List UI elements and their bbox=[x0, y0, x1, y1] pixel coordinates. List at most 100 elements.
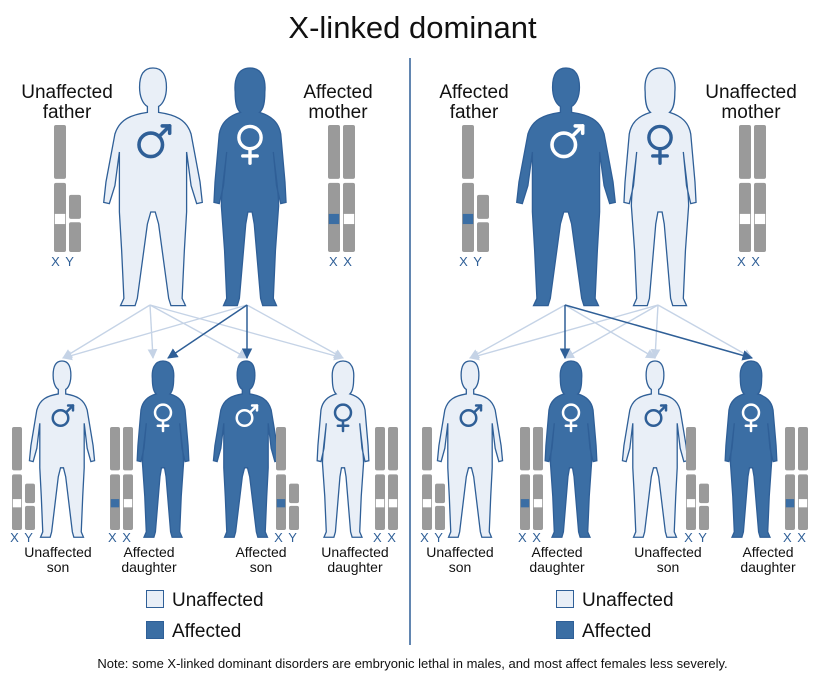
right-daughter2-figure-body bbox=[725, 361, 777, 537]
right-child4-chromosomes bbox=[785, 427, 808, 530]
left-child4-chromosomes bbox=[375, 427, 398, 530]
female-symbol-icon bbox=[237, 124, 263, 165]
left-mother-figure bbox=[214, 68, 286, 306]
right-father-figure bbox=[517, 68, 616, 306]
left-mother-chromosome-label: X X bbox=[329, 254, 353, 269]
left-daughter2-figure-body bbox=[317, 361, 369, 537]
right-child4-chromosomes-x2-arm-upper bbox=[798, 427, 808, 471]
left-child2-chromosomes-x2-arm-upper bbox=[123, 427, 133, 471]
left-daughter1-figure-body bbox=[137, 361, 189, 537]
left-child2-chromosomes-x1-arm-upper bbox=[110, 427, 120, 471]
right-mother-figure bbox=[624, 68, 696, 306]
left-father-chromosomes-x1 bbox=[54, 125, 66, 252]
left-father-chromosomes-x1-arm-upper bbox=[54, 125, 66, 179]
male-symbol-ring bbox=[235, 408, 254, 427]
left-child4-chromosomes-x2-arm-upper bbox=[388, 427, 398, 471]
affected-swatch bbox=[556, 621, 574, 639]
left-son1-figure bbox=[29, 361, 94, 537]
female-symbol-icon bbox=[561, 403, 581, 433]
female-symbol-icon bbox=[153, 403, 173, 433]
right-father-arrow-daughter2 bbox=[564, 304, 754, 361]
male-symbol-ring bbox=[459, 408, 478, 427]
left-mother-chromosomes bbox=[328, 125, 355, 252]
left-child1-chromosomes-y-upper bbox=[25, 483, 35, 504]
left-mother-chromosomes-x1-gene-band bbox=[328, 213, 340, 225]
left-child1-chromosomes-x1 bbox=[12, 427, 22, 530]
male-symbol-ring bbox=[51, 408, 70, 427]
right-child2-chromosomes-x1-arm-upper bbox=[520, 427, 530, 471]
male-symbol-arrow bbox=[250, 404, 259, 412]
left-mother-figure-body bbox=[214, 68, 286, 306]
affected-swatch bbox=[146, 621, 164, 639]
left-father-figure bbox=[104, 68, 203, 306]
right-child2-chromosomes bbox=[520, 427, 543, 530]
right-father-chromosomes-x1-arm-upper bbox=[462, 125, 474, 179]
right-father-chromosome-label: X Y bbox=[459, 254, 483, 269]
female-symbol-icon bbox=[647, 124, 673, 165]
left-child3-chromosome-label: X Y bbox=[274, 530, 298, 545]
right-child3-chromosomes-x1-arm-upper bbox=[686, 427, 696, 471]
right-mother-chromosomes-x1-gene-band bbox=[739, 213, 751, 225]
right-child3-chromosomes-x1 bbox=[686, 427, 696, 530]
right-mother-chromosomes-x2-arm-upper bbox=[754, 125, 766, 179]
left-child1-chromosomes-x1-arm-upper bbox=[12, 427, 22, 471]
left-father-chromosomes-x1-gene-band bbox=[54, 213, 66, 225]
right-mother-chromosome-label: X X bbox=[737, 254, 761, 269]
left-mother-light-arrow-1 bbox=[246, 304, 344, 359]
right-father-chromosomes-x1-gene-band bbox=[462, 213, 474, 225]
right-child3-chromosomes bbox=[686, 427, 709, 530]
left-mother-chromosomes-x1-arm-upper bbox=[328, 125, 340, 179]
right-child2-chromosomes-x1 bbox=[520, 427, 530, 530]
right-child2-chromosomes-x2 bbox=[533, 427, 543, 530]
male-symbol-arrow bbox=[573, 124, 585, 136]
male-symbol-icon bbox=[137, 124, 172, 159]
left-child3-chromosomes-y-lower bbox=[289, 505, 299, 530]
male-symbol-arrow bbox=[160, 124, 172, 136]
right-mother-arrow-0 bbox=[469, 304, 659, 361]
left-child4-chromosome-label: X X bbox=[373, 530, 397, 545]
left-mother-chromosomes-x2-gene-band bbox=[343, 213, 355, 225]
right-child2-chromosomes-x2-gene-band bbox=[533, 499, 543, 508]
right-father-chromosomes-y-lower bbox=[477, 222, 489, 252]
male-symbol-icon bbox=[51, 404, 75, 427]
left-mother-chromosomes-x2-arm-upper bbox=[343, 125, 355, 179]
right-child3-chromosomes-y-lower bbox=[699, 505, 709, 530]
male-symbol-icon bbox=[235, 404, 259, 427]
right-child4-chromosomes-x1-gene-band bbox=[785, 499, 795, 508]
unaffected-swatch bbox=[146, 590, 164, 608]
left-mother-arrow-daughter bbox=[167, 304, 248, 359]
diagram-title: X-linked dominant bbox=[288, 10, 537, 45]
left-son1-figure-body bbox=[29, 361, 94, 537]
right-mother-chromosomes bbox=[739, 125, 766, 252]
left-child1-chromosomes-y-lower bbox=[25, 505, 35, 530]
left-child2-chromosome-label: X X bbox=[108, 530, 132, 545]
left-father-arrow-0 bbox=[62, 304, 151, 359]
legend-unaffected-item: Unaffected bbox=[556, 590, 674, 612]
left-child2-chromosomes-x1-gene-band bbox=[110, 499, 120, 508]
right-mother-chromosomes-x2 bbox=[754, 125, 766, 252]
right-child1-chromosome-label: X Y bbox=[420, 530, 444, 545]
left-father-figure-body bbox=[104, 68, 203, 306]
right-daughter1-figure bbox=[545, 361, 597, 537]
male-symbol-arrow bbox=[66, 404, 75, 412]
right-child4-chromosomes-x2-gene-band bbox=[798, 499, 808, 508]
right-son2-figure-body bbox=[622, 361, 687, 537]
right-child1-chromosomes-x1-gene-band bbox=[422, 499, 432, 508]
left-son2-figure bbox=[213, 361, 278, 537]
male-symbol-icon bbox=[644, 404, 668, 427]
right-daughter1-figure-body bbox=[545, 361, 597, 537]
right-father-light-arrow-0 bbox=[469, 304, 566, 359]
male-symbol-ring bbox=[644, 408, 663, 427]
legend-unaffected-item: Unaffected bbox=[146, 590, 264, 612]
left-child4-chromosomes-x2 bbox=[388, 427, 398, 530]
